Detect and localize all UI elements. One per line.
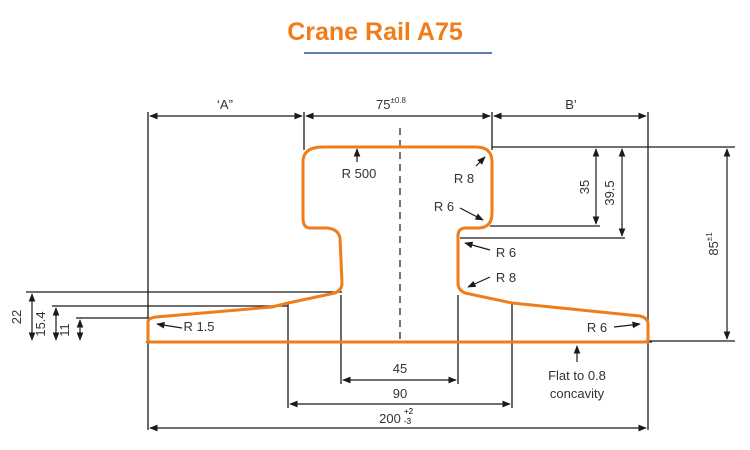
dim-base-width: 200 xyxy=(379,411,401,426)
radius-r6-right: R 6 xyxy=(496,245,516,260)
radius-r500: R 500 xyxy=(342,166,377,181)
dim-head-depth: 35 xyxy=(577,180,592,194)
diagram-title: Crane Rail A75 xyxy=(287,18,463,46)
dim-flange-15-4: 15.4 xyxy=(33,311,48,336)
dim-flange-22: 22 xyxy=(9,310,24,324)
radius-r1-5: R 1.5 xyxy=(183,319,214,334)
rail-profile xyxy=(146,145,650,344)
dim-base-tol-minus: -3 xyxy=(404,417,412,426)
dim-a-label: ‘A” xyxy=(217,97,233,112)
dim-web: 45 xyxy=(393,361,407,376)
dim-b-label: B’ xyxy=(565,97,577,112)
dim-base-inner: 90 xyxy=(393,386,407,401)
radius-r8-top: R 8 xyxy=(454,171,474,186)
radius-r8-right: R 8 xyxy=(496,270,516,285)
note-flat-line2: concavity xyxy=(550,386,605,401)
extension-lines xyxy=(26,112,735,430)
dim-height: 85±1 xyxy=(705,232,721,256)
title-underline xyxy=(304,52,492,54)
radius-r6-left: R 6 xyxy=(434,199,454,214)
dimension-lines xyxy=(28,112,731,432)
dim-head-to-web: 39.5 xyxy=(602,180,617,205)
radius-r6-base: R 6 xyxy=(587,320,607,335)
dim-head-width: 75±0.8 xyxy=(376,96,407,112)
dim-base-tol-plus: +2 xyxy=(404,407,414,416)
note-flat-line1: Flat to 0.8 xyxy=(548,368,606,383)
dim-flange-11: 11 xyxy=(57,323,72,337)
